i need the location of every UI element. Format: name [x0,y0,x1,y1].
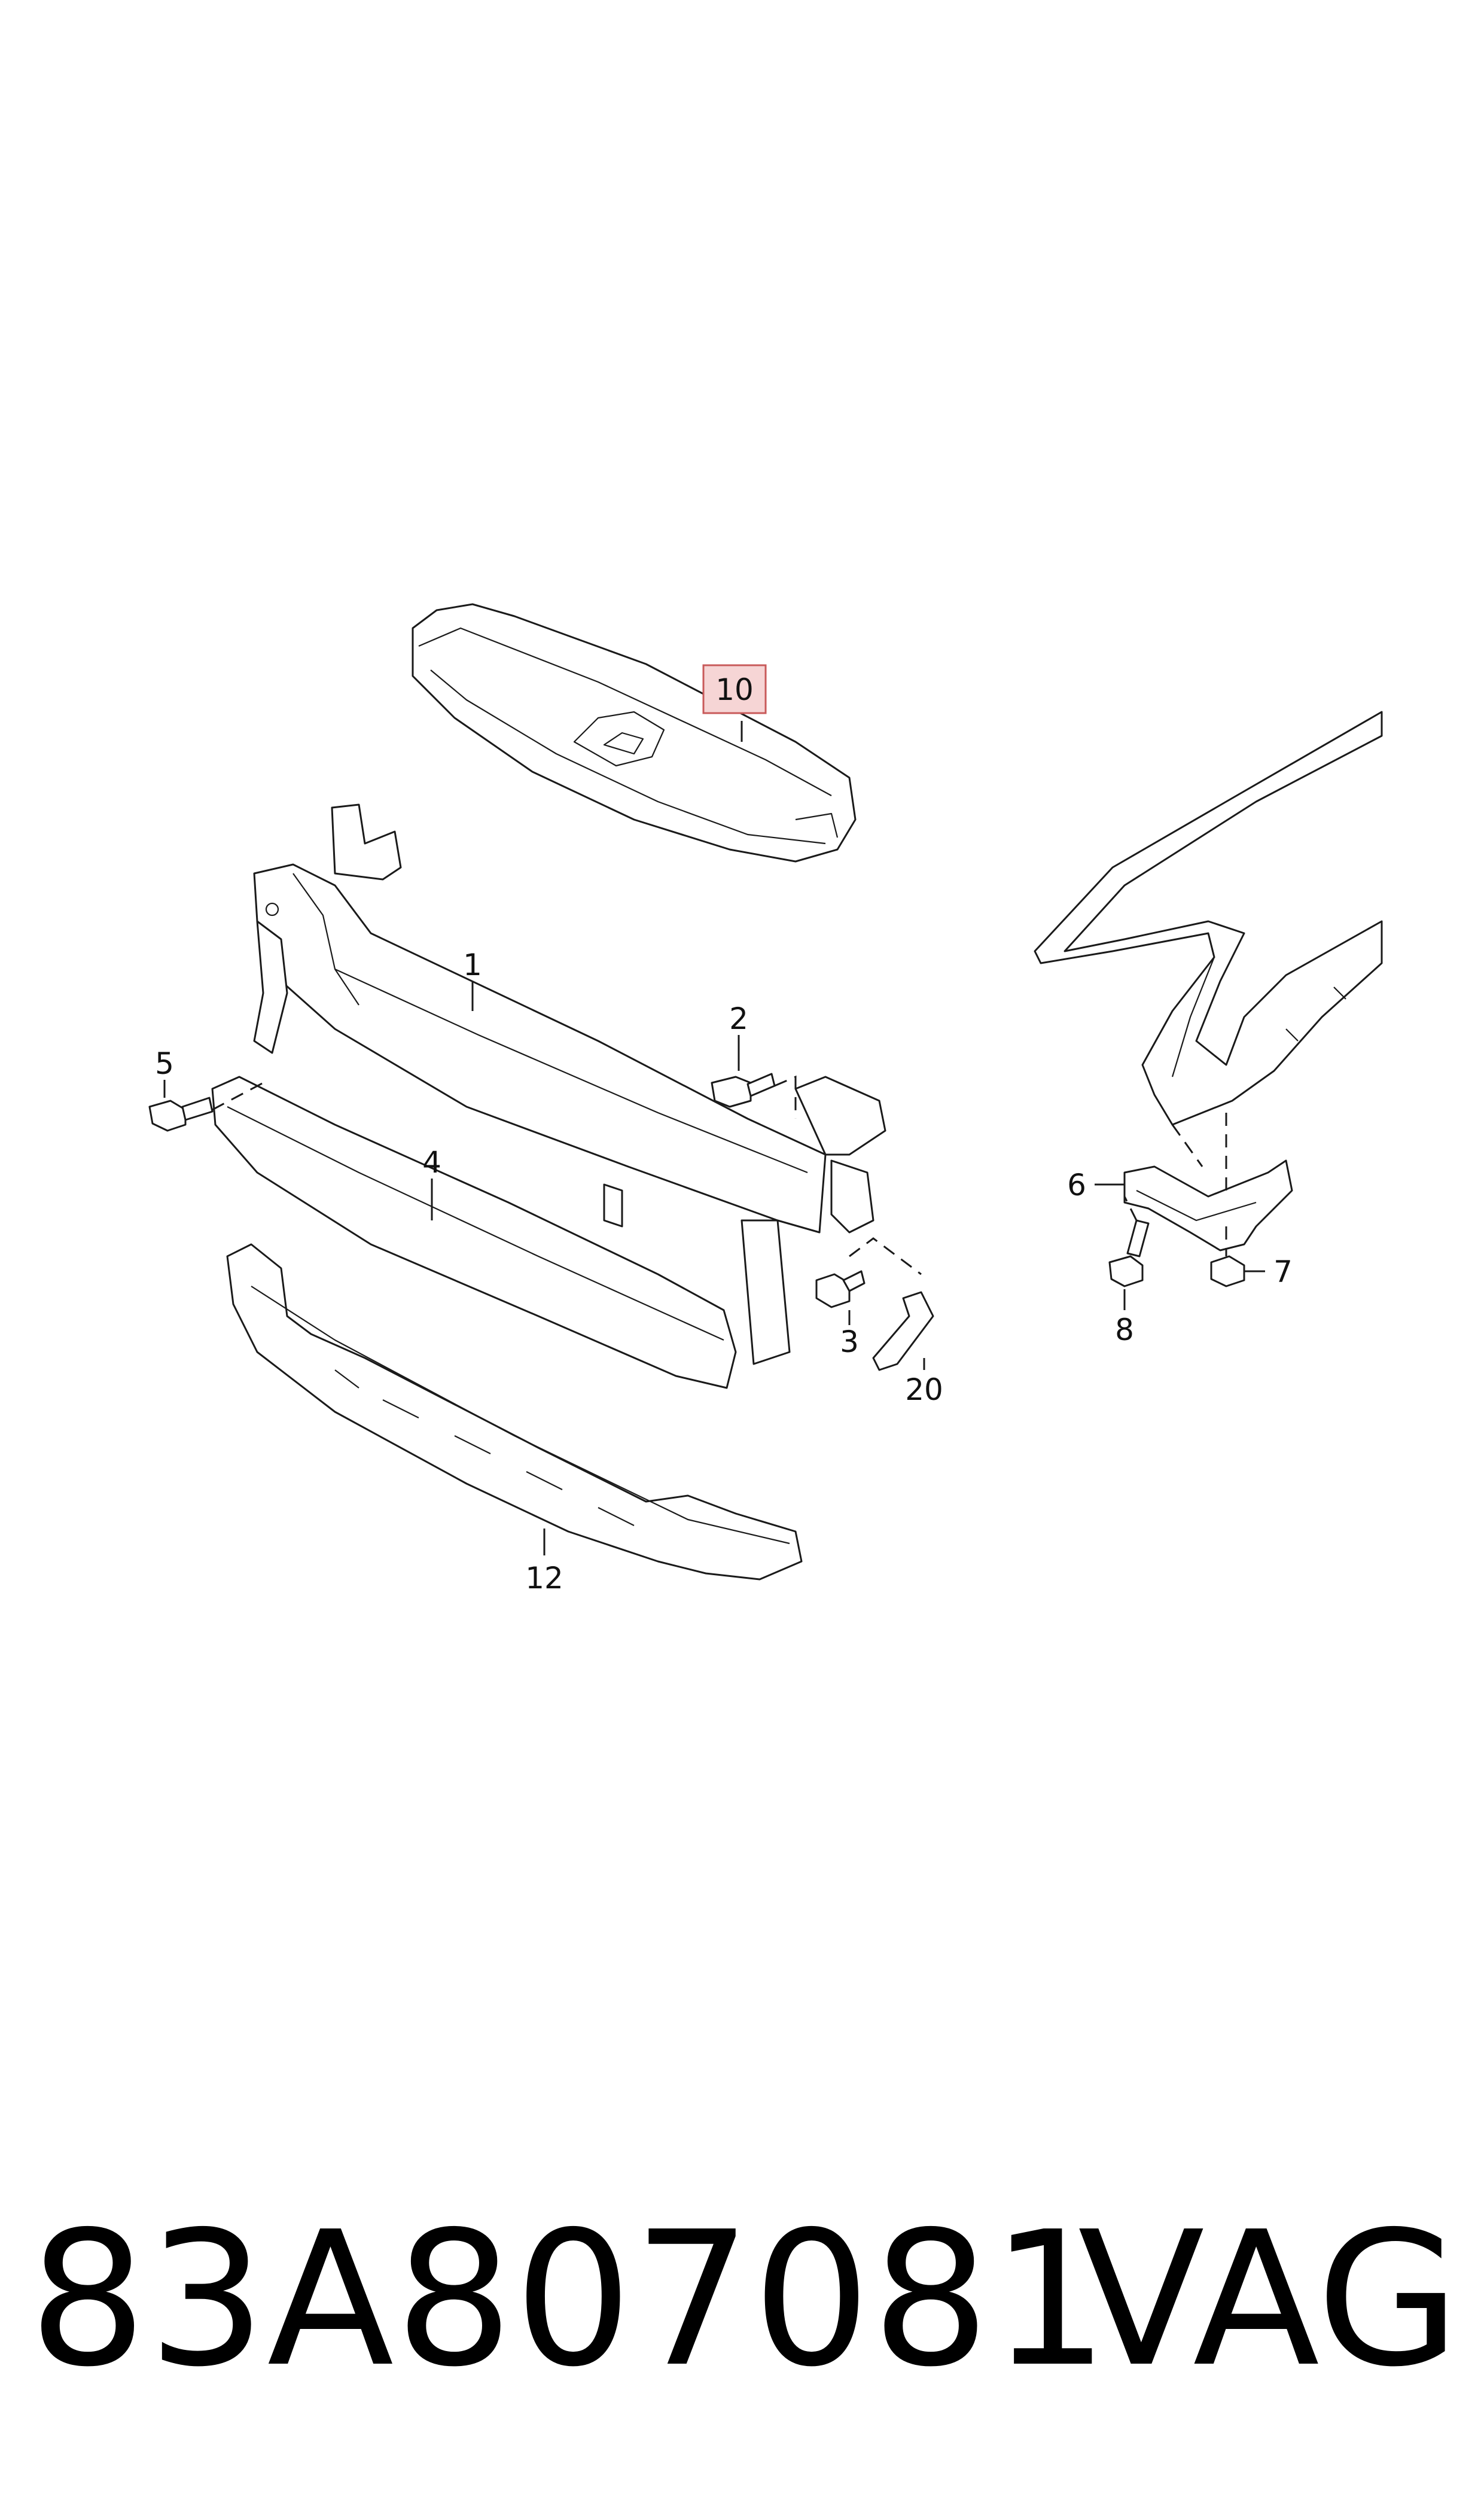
callout-10: 10 [715,672,754,707]
callout-6: 6 [1067,1168,1086,1202]
part-10-upper-cover [412,603,857,863]
callout-20: 20 [905,1372,943,1407]
brand-name: VAG [1077,2192,1460,2408]
part-8-screw [1108,1219,1150,1287]
part-20-bracket [872,1291,934,1371]
callout-10-highlight [702,664,767,714]
callout-1: 1 [463,948,482,982]
part-2-screw [711,1073,776,1108]
part-number: 83A807081 [29,2192,1110,2408]
part-1-lock-carrier [253,803,886,1365]
callout-7: 7 [1273,1255,1293,1289]
callout-4: 4 [422,1145,441,1180]
callout-12: 12 [525,1561,563,1596]
part-4-trim-strip [211,1076,737,1389]
leader-lines [163,721,1265,1555]
part-12-energy-absorber [226,1243,803,1581]
callout-8: 8 [1115,1313,1134,1347]
fender-outline [1034,711,1383,1126]
callout-3: 3 [840,1325,859,1359]
part-3-nut [815,1270,866,1308]
callout-5: 5 [155,1046,174,1081]
part-5-bolt [148,1097,214,1132]
callout-labels: 10 1 2 3 4 5 6 7 8 12 20 [155,664,1293,1596]
part-7-nut [1210,1255,1245,1287]
part-6-bracket [1123,1159,1293,1252]
callout-2: 2 [729,1001,748,1036]
assembly-lines [212,1075,1227,1275]
